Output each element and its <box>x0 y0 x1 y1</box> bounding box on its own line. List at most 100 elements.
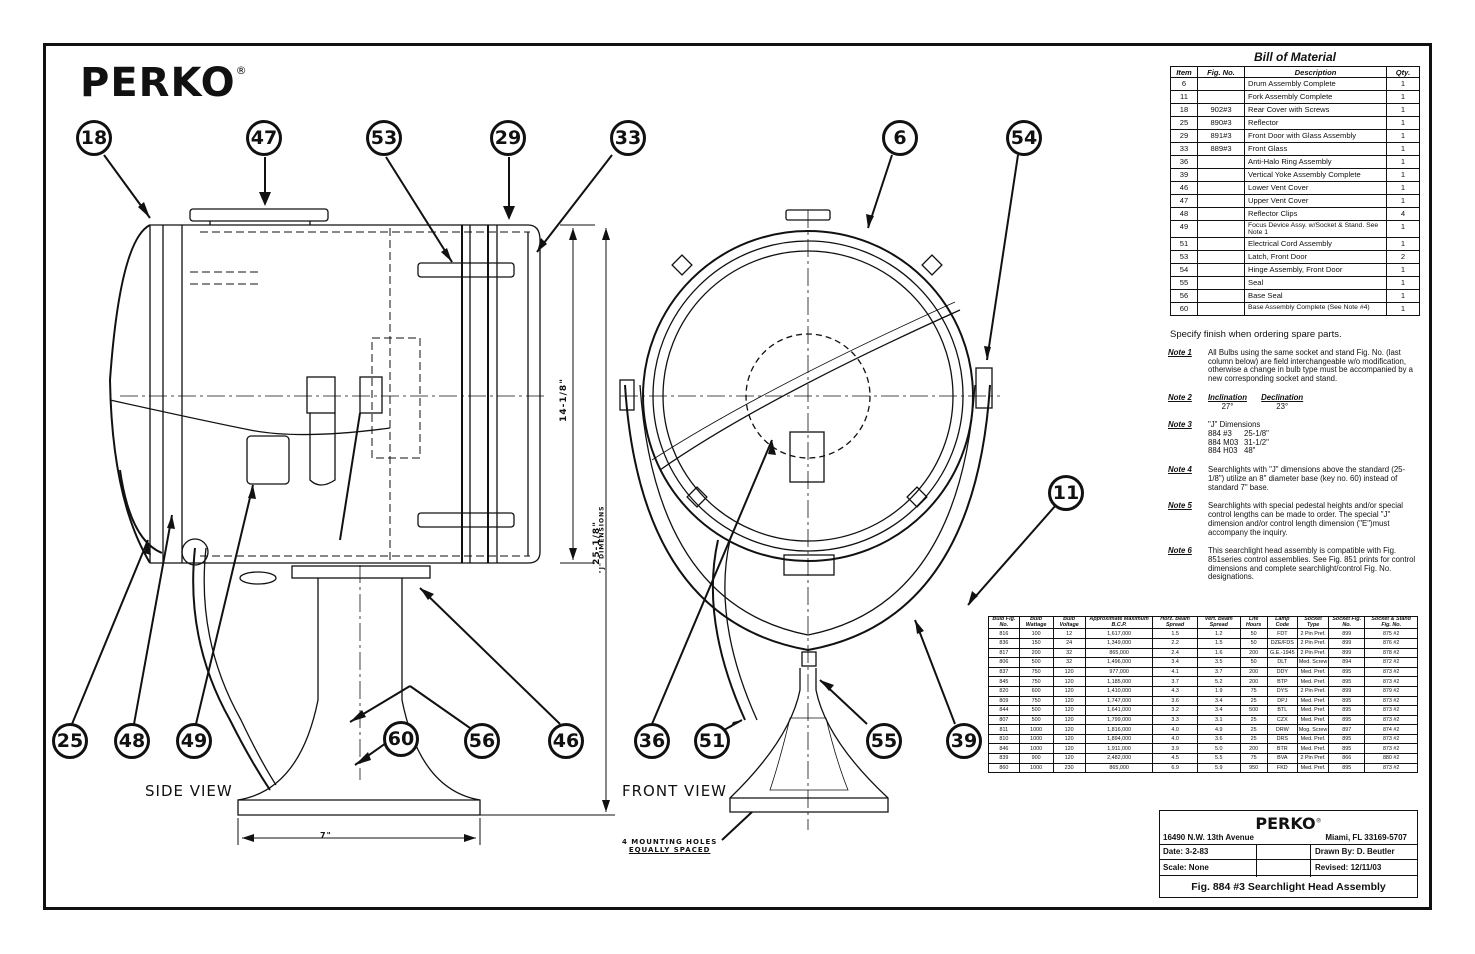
bulb-cell: 977,000 <box>1084 666 1154 678</box>
bom-cell: 18 <box>1170 103 1198 117</box>
bulb-cell: 120 <box>1052 705 1086 716</box>
bom-cell: Hinge Assembly, Front Door <box>1244 263 1387 277</box>
bulb-cell: Med. Pref. <box>1297 743 1330 755</box>
bulb-header: Bulb Fig. No. <box>988 615 1020 630</box>
bom-cell: 1 <box>1386 116 1420 130</box>
bom-cell: 1 <box>1386 302 1420 316</box>
note-6: Note 6 This searchlight head assembly is… <box>1168 546 1416 582</box>
bom-title: Bill of Material <box>1253 50 1336 64</box>
bom-cell: 25 <box>1170 116 1198 130</box>
bom-cell: Vertical Yoke Assembly Complete <box>1244 168 1387 182</box>
bulb-cell: 878 #2 <box>1364 647 1418 659</box>
bulb-cell: 844 <box>988 705 1020 716</box>
bulb-cell: 12 <box>1052 628 1086 639</box>
bulb-cell: Med. Pref. <box>1297 714 1330 726</box>
bulb-cell: 873 #2 <box>1364 705 1418 716</box>
bulb-cell: 845 <box>988 676 1020 687</box>
bulb-cell: Med. Pref. <box>1297 705 1330 716</box>
scale: Scale: None <box>1163 863 1209 872</box>
callout-48: 48 <box>114 723 150 759</box>
bulb-cell: 3.9 <box>1152 743 1198 755</box>
callout-54: 54 <box>1006 120 1042 156</box>
bulb-cell: DRW <box>1266 724 1299 735</box>
bom-cell <box>1197 181 1245 195</box>
bulb-cell: 120 <box>1052 685 1086 697</box>
bulb-cell: 860 <box>988 762 1020 774</box>
bom-cell <box>1197 207 1245 221</box>
bom-cell: Electrical Cord Assembly <box>1244 237 1387 251</box>
bulb-cell: 1,816,000 <box>1084 724 1154 735</box>
bom-cell: 1 <box>1386 276 1420 290</box>
dim-base-width: 7" <box>320 831 332 840</box>
callout-39: 39 <box>946 723 982 759</box>
bom-cell: 48 <box>1170 207 1198 221</box>
bulb-cell: 1.9 <box>1196 685 1241 697</box>
bulb-cell: BTP <box>1266 676 1299 687</box>
bulb-cell: 600 <box>1018 685 1054 697</box>
front-view-label: FRONT VIEW <box>622 782 728 800</box>
note-4: Note 4 Searchlights with "J" dimensions … <box>1168 465 1406 492</box>
bulb-cell: 1000 <box>1018 724 1054 735</box>
bulb-cell: FKD <box>1266 762 1299 774</box>
bom-cell <box>1197 168 1245 182</box>
bom-cell: 1 <box>1386 168 1420 182</box>
bulb-cell: 895 <box>1328 705 1366 716</box>
bulb-cell: 50 <box>1239 637 1268 649</box>
bulb-cell: 1,894,000 <box>1084 733 1154 745</box>
note-1: Note 1 All Bulbs using the same socket a… <box>1168 348 1414 384</box>
bulb-cell: 32 <box>1052 657 1086 668</box>
bom-cell: 11 <box>1170 90 1198 104</box>
bulb-cell: 200 <box>1239 743 1268 755</box>
bulb-cell: 1,349,000 <box>1084 637 1154 649</box>
bulb-cell: 120 <box>1052 676 1086 687</box>
bulb-cell: 750 <box>1018 676 1054 687</box>
bulb-cell: 873 #2 <box>1364 743 1418 755</box>
bom-cell <box>1197 302 1245 316</box>
bulb-cell: 899 <box>1328 685 1366 697</box>
bulb-cell: 4.5 <box>1152 753 1198 764</box>
bulb-cell: 500 <box>1018 705 1054 716</box>
bulb-cell: 75 <box>1239 685 1268 697</box>
bom-cell <box>1197 220 1245 238</box>
bom-cell: 1 <box>1386 181 1420 195</box>
bulb-cell: 1,410,000 <box>1084 685 1154 697</box>
bom-cell: 902#3 <box>1197 103 1245 117</box>
bom-cell: 55 <box>1170 276 1198 290</box>
bulb-cell: 894 <box>1328 657 1366 668</box>
bulb-cell: 230 <box>1052 762 1086 774</box>
bulb-cell: 5.0 <box>1196 743 1241 755</box>
bulb-cell: 5.9 <box>1196 762 1241 774</box>
bulb-cell: 806 <box>988 657 1020 668</box>
callout-6: 6 <box>882 120 918 156</box>
callout-46: 46 <box>548 723 584 759</box>
bom-cell: 891#3 <box>1197 129 1245 143</box>
bulb-header: Socket Fig. No. <box>1328 615 1366 630</box>
callout-53: 53 <box>366 120 402 156</box>
bulb-cell: 500 <box>1018 714 1054 726</box>
callout-29: 29 <box>490 120 526 156</box>
bom-cell: 6 <box>1170 77 1198 91</box>
callout-47: 47 <box>246 120 282 156</box>
bulb-cell: 3.7 <box>1152 676 1198 687</box>
bulb-cell: 3.2 <box>1152 705 1198 716</box>
bulb-cell: 5.5 <box>1196 753 1241 764</box>
callout-60: 60 <box>383 721 419 757</box>
bulb-cell: 1.6 <box>1196 647 1241 659</box>
bom-cell: Front Glass <box>1244 142 1387 156</box>
bulb-cell: 895 <box>1328 733 1366 745</box>
bulb-cell: BTL <box>1266 705 1299 716</box>
bulb-cell: 2 Pin Pref. <box>1297 753 1330 764</box>
bulb-cell: 120 <box>1052 666 1086 678</box>
bom-cell: 60 <box>1170 302 1198 316</box>
drawing-frame <box>43 43 1432 910</box>
bom-cell: 1 <box>1386 142 1420 156</box>
bom-cell <box>1197 263 1245 277</box>
